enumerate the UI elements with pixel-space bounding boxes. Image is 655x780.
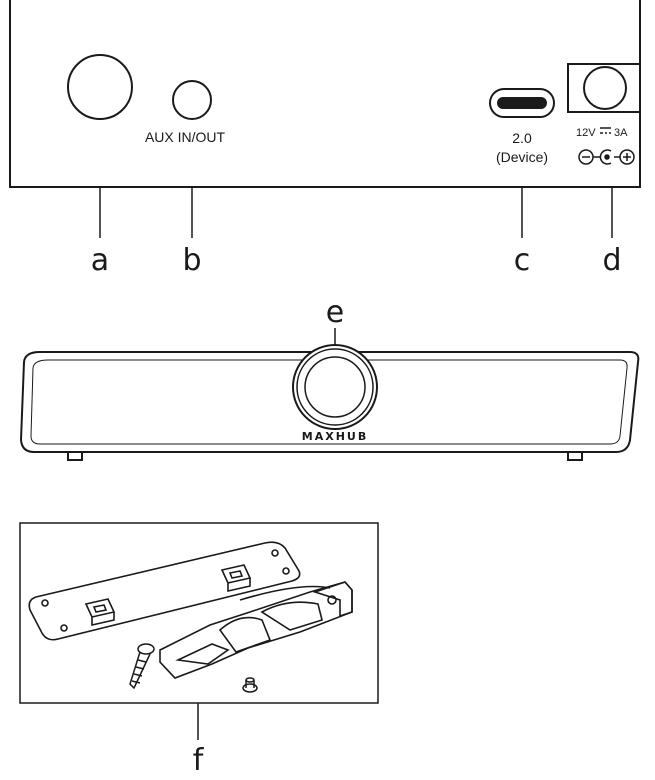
foot-left (67, 451, 83, 461)
usb-c-port-inner (497, 97, 547, 109)
callout-e: e (326, 295, 344, 330)
camera-lens-icon (292, 344, 378, 430)
callout-b: b (182, 243, 201, 278)
callout-f: f (193, 743, 205, 778)
small-screw-icon (242, 677, 258, 693)
port-a-circle (67, 54, 133, 120)
rear-panel (9, 0, 641, 188)
polarity-icon (578, 149, 635, 165)
mount-bracket (159, 581, 353, 679)
brand-logo: MAXHUB (302, 430, 368, 443)
power-amp-label: 3A (614, 127, 628, 139)
callout-d: d (602, 243, 621, 278)
usb-role-label: (Device) (496, 149, 548, 165)
usb-version-label: 2.0 (512, 130, 532, 146)
screw-icon (129, 643, 155, 690)
leader-lines (99, 187, 613, 238)
wall-plate (28, 541, 301, 641)
rear-panel-outline (9, 0, 641, 188)
power-volt-label: 12V (576, 127, 596, 139)
aux-jack (172, 80, 212, 120)
video-bar (19, 351, 640, 461)
foot-right (567, 451, 583, 461)
video-bar-body (19, 351, 640, 453)
dc-jack (583, 66, 627, 110)
callout-c: c (514, 243, 531, 278)
aux-label: AUX IN/OUT (145, 129, 226, 145)
callout-a: a (91, 243, 109, 278)
video-bar-inner-edge (30, 359, 628, 445)
dc-jack-housing (567, 63, 640, 113)
usb-c-port-outer (489, 88, 555, 118)
dc-symbol-icon (600, 127, 611, 134)
mounting-kit-frame (19, 522, 379, 704)
